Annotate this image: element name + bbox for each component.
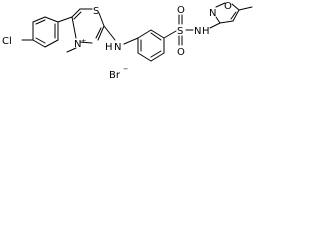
amine-nitrogen-label: N	[114, 42, 121, 53]
ring-nitrogen-label: N	[74, 39, 81, 50]
amine-aryl-bond	[123, 37, 139, 45]
oxo-top-label: O	[177, 5, 185, 16]
isoxazole-methyl-bond	[238, 6, 253, 11]
oxo-bottom-label: O	[177, 47, 185, 58]
aryl-thiazole-bond	[57, 16, 73, 23]
c2-amine-bond	[103, 25, 116, 41]
chlorine-atom-label: Cl	[2, 36, 12, 47]
ring-sulfur-label: S	[93, 6, 99, 17]
amine-hydrogen-label: H	[105, 42, 113, 53]
isoxazole-nitrogen-label: N	[209, 8, 216, 19]
cation-charge-label: +	[81, 37, 86, 45]
sulfonamide-nitrogen-label: N	[194, 26, 201, 37]
central-benzene-ring	[137, 29, 165, 62]
aryl-sulfonyl-bond	[163, 30, 177, 39]
n-methyl-bond	[66, 47, 77, 53]
isoxazole-oxygen-label: O	[224, 1, 232, 12]
bromide-label: Br	[109, 70, 121, 81]
thiazolium-ring	[71, 8, 105, 44]
sulfonamide-hydrogen-label: H	[202, 26, 210, 37]
chemical-structure-diagram: Cl S N + N H Br − S	[2, 1, 253, 81]
chlorophenyl-ring	[32, 16, 59, 48]
amide-isoxazole-bond	[209, 22, 221, 29]
bromide-charge-label: −	[123, 65, 128, 73]
isoxazole-ring	[215, 2, 240, 24]
sulfonyl-sulfur-label: S	[177, 26, 183, 37]
